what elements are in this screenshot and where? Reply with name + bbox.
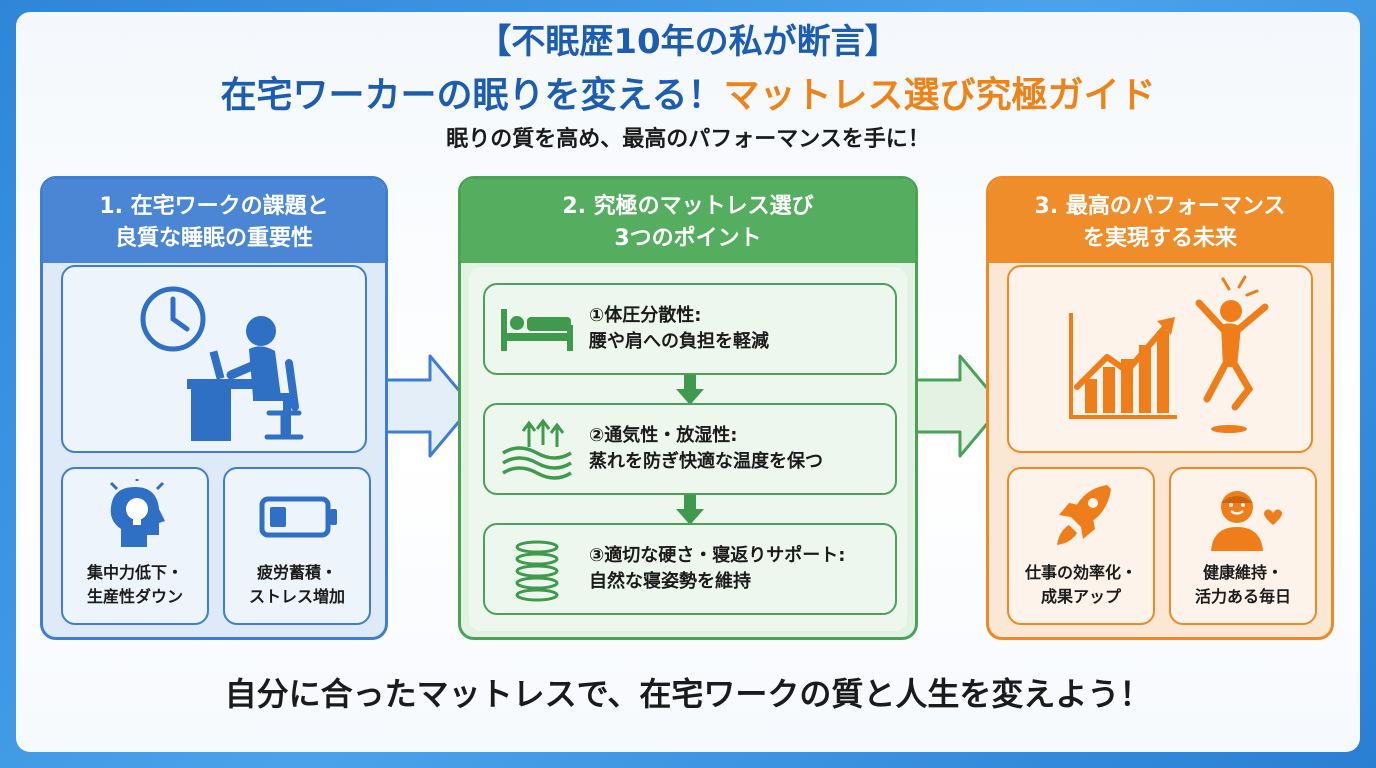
point-text: ③適切な硬さ・寝返りサポート: 自然な寝姿勢を維持	[589, 545, 846, 592]
arrow-down-icon	[676, 495, 704, 525]
benefit-label: 仕事の効率化・ 成果アップ	[1024, 563, 1137, 606]
illustration-box	[1007, 265, 1313, 453]
column-heading: 3. 最高のパフォーマンス を実現する未来	[989, 179, 1331, 263]
head-lightbulb-icon	[109, 479, 165, 547]
point-card-breathability: ②通気性・放湿性: 蒸れを防ぎ快適な温度を保つ	[483, 403, 897, 495]
subtitle: 眠りの質を高め、最高のパフォーマンスを手に！	[446, 127, 930, 152]
coil-spring-icon	[515, 540, 559, 602]
desk-worker-clock-icon	[140, 286, 304, 441]
title-line1: 【不眠歴10年の私が断言】	[477, 22, 899, 62]
column-heading: 1. 在宅ワークの課題と 良質な睡眠の重要性	[43, 179, 385, 263]
smiling-person-heart-icon	[1211, 491, 1282, 551]
title-line2: 在宅ワーカーの眠りを変える！マットレス選び究極ガイド	[0, 72, 1376, 120]
low-battery-icon	[259, 496, 337, 538]
point-text: ①体圧分散性: 腰や肩への負担を軽減	[589, 305, 769, 352]
issue-card-fatigue: 疲労蓄積・ ストレス増加	[223, 467, 371, 625]
arrow-down-icon	[676, 375, 704, 405]
issue-label: 疲労蓄積・ ストレス増加	[248, 563, 345, 606]
benefit-label: 健康維持・ 活力ある毎日	[1194, 563, 1291, 606]
point-card-firmness: ③適切な硬さ・寝返りサポート: 自然な寝姿勢を維持	[483, 523, 897, 615]
footer-message: 自分に合ったマットレスで、在宅ワークの質と人生を変えよう！	[224, 675, 1152, 713]
benefit-card-health: 健康維持・ 活力ある毎日	[1169, 467, 1317, 625]
column-challenges: 1. 在宅ワークの課題と 良質な睡眠の重要性 集中力低	[40, 176, 388, 640]
benefit-card-efficiency: 仕事の効率化・ 成果アップ	[1007, 467, 1155, 625]
issue-label: 集中力低下・ 生産性ダウン	[86, 563, 183, 606]
title-accent: マットレス選び究極ガイド	[723, 75, 1156, 116]
column-points: 2. 究極のマットレス選び 3つのポイント ①体圧分散性: 腰や肩への負担を軽減	[458, 176, 918, 640]
column-heading: 2. 究極のマットレス選び 3つのポイント	[461, 179, 915, 263]
rocket-icon	[1057, 485, 1111, 545]
point-card-pressure: ①体圧分散性: 腰や肩への負担を軽減	[483, 283, 897, 375]
bed-icon	[501, 309, 573, 351]
point-text: ②通気性・放湿性: 蒸れを防ぎ快適な温度を保つ	[589, 425, 823, 472]
issue-card-concentration: 集中力低下・ 生産性ダウン	[61, 467, 209, 625]
growth-chart-jumping-person-icon	[1069, 275, 1269, 433]
airflow-waves-icon	[502, 419, 572, 480]
illustration-box	[61, 265, 367, 453]
column-future: 3. 最高のパフォーマンス を実現する未来	[986, 176, 1334, 640]
title-main: 在宅ワーカーの眠りを変える！	[220, 75, 724, 116]
